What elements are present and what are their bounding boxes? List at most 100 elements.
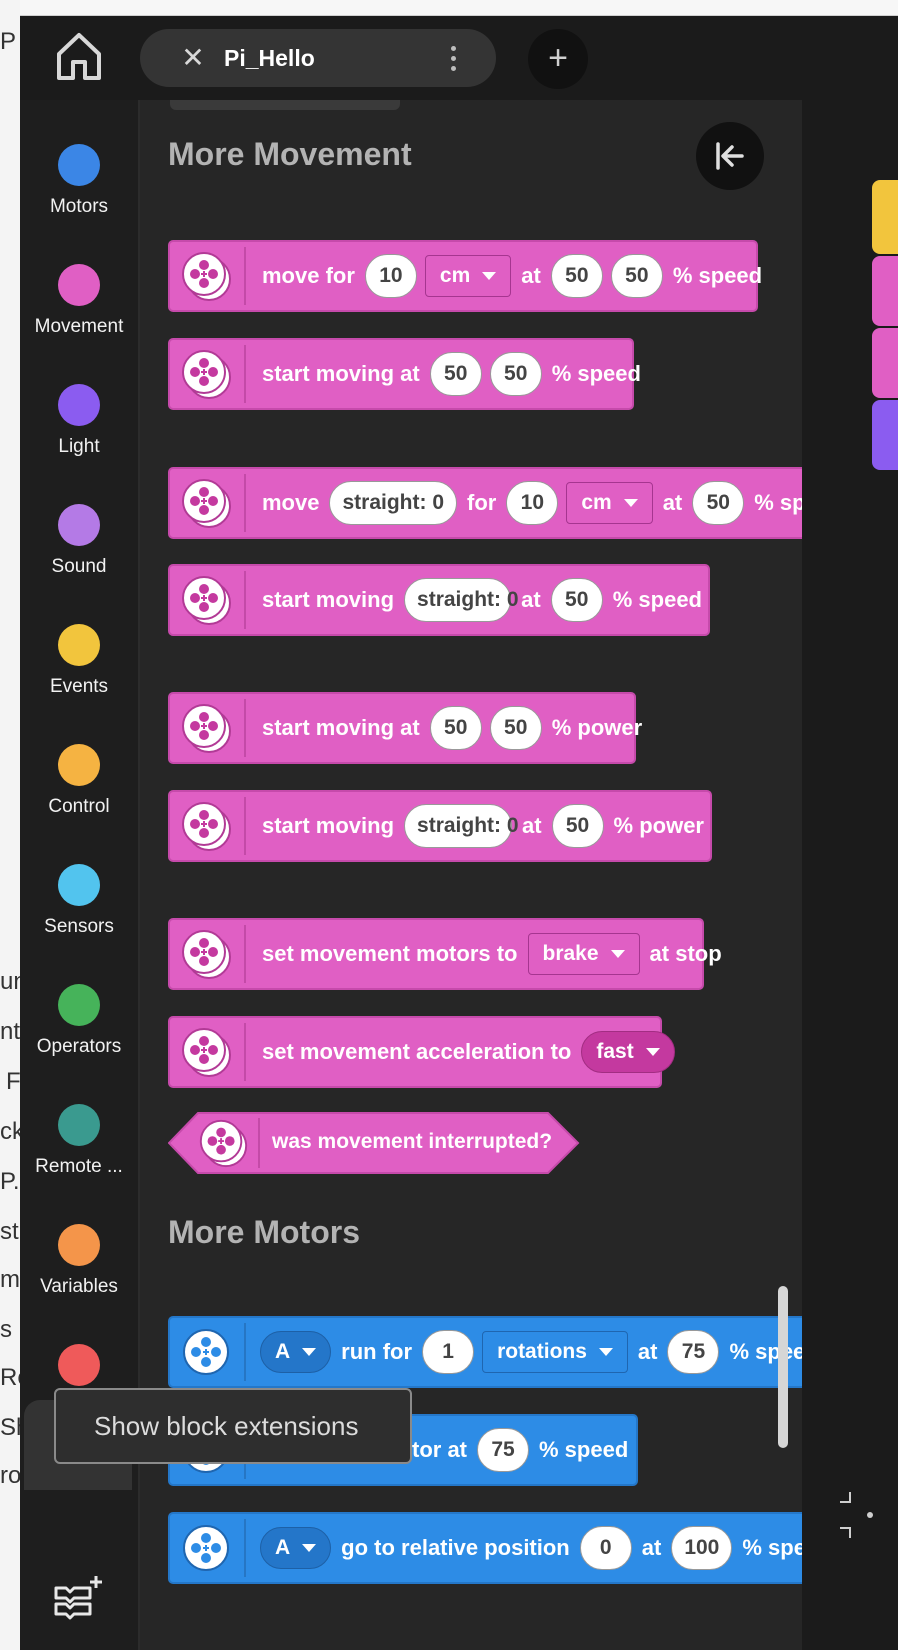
- block-extensions-button[interactable]: [52, 1574, 106, 1628]
- home-button[interactable]: [54, 30, 104, 82]
- speed-right-input[interactable]: 50: [489, 352, 542, 396]
- category-remote[interactable]: Remote ...: [20, 1104, 138, 1178]
- block-separator: [244, 1323, 246, 1381]
- section-title-more-motors: More Motors: [168, 1214, 360, 1250]
- host-text-fragment: m: [0, 1266, 20, 1293]
- category-label: Remote ...: [35, 1156, 123, 1177]
- block-start-moving-steering-power[interactable]: start moving straight: 0 at 50 % power: [168, 790, 712, 862]
- speed-left-input[interactable]: 50: [429, 352, 482, 396]
- workspace-light-block[interactable]: [872, 400, 898, 470]
- block-separator: [244, 345, 246, 403]
- block-start-moving-steering-speed[interactable]: start moving straight: 0 at 50 % speed: [168, 564, 710, 636]
- speed-input[interactable]: 75: [667, 1330, 720, 1374]
- category-light[interactable]: Light: [20, 384, 138, 458]
- unit-dropdown[interactable]: cm: [566, 482, 653, 524]
- workspace-movement-block[interactable]: [872, 328, 898, 398]
- collapse-left-icon: [716, 142, 744, 170]
- block-text: % power: [613, 813, 704, 838]
- position-input[interactable]: 0: [579, 1526, 632, 1570]
- block-start-moving-at-power[interactable]: start moving at 50 50 % power: [168, 692, 642, 764]
- stop-mode-dropdown[interactable]: brake: [527, 933, 640, 975]
- block-text: was movement interrupted?: [272, 1130, 553, 1153]
- unit-value: rotations: [497, 1340, 587, 1363]
- host-text-fragment: s: [0, 1316, 12, 1343]
- distance-input[interactable]: 10: [506, 481, 559, 525]
- speed-input[interactable]: 75: [477, 1428, 529, 1472]
- category-operators[interactable]: Operators: [20, 984, 138, 1058]
- unit-value: cm: [439, 264, 471, 287]
- project-tab[interactable]: ✕ Pi_Hello: [140, 29, 496, 87]
- block-motor-go-to-relative-position[interactable]: A go to relative position 0 at 100 % spe…: [168, 1512, 802, 1584]
- category-sensors[interactable]: Sensors: [20, 864, 138, 938]
- category-label: Sensors: [44, 916, 114, 937]
- unit-dropdown[interactable]: cm: [424, 255, 512, 297]
- block-text: at: [641, 1535, 662, 1560]
- power-left-input[interactable]: 50: [429, 706, 482, 750]
- block-was-movement-interrupted[interactable]: was movement interrupted?: [168, 1112, 580, 1174]
- speed-input[interactable]: 100: [671, 1526, 733, 1570]
- speed-right-input[interactable]: 50: [610, 254, 663, 298]
- movement-icon: [182, 252, 231, 301]
- port-value: A: [275, 1340, 291, 1363]
- block-text: tor at: [412, 1437, 467, 1462]
- block-start-moving-at-speed[interactable]: start moving at 50 50 % speed: [168, 338, 641, 410]
- category-sound[interactable]: Sound: [20, 504, 138, 578]
- steering-input[interactable]: straight: 0: [329, 481, 457, 525]
- category-variables[interactable]: Variables: [20, 1224, 138, 1298]
- caret-down-icon: [623, 499, 638, 507]
- more-vertical-icon[interactable]: [438, 38, 468, 78]
- port-dropdown[interactable]: A: [260, 1527, 332, 1569]
- block-motor-run-for[interactable]: A run for 1 rotations at 75 % speed: [168, 1316, 802, 1388]
- boolean-block-shape: [168, 1112, 580, 1174]
- unit-dropdown[interactable]: rotations: [482, 1331, 628, 1373]
- speed-left-input[interactable]: 50: [550, 254, 603, 298]
- workspace-movement-block[interactable]: [872, 256, 898, 326]
- category-color-dot: [58, 1344, 100, 1386]
- caret-down-icon: [482, 272, 497, 280]
- category-control[interactable]: Control: [20, 744, 138, 818]
- block-text: % power: [551, 715, 643, 740]
- host-text-fragment: ro: [0, 1462, 22, 1489]
- category-motors[interactable]: Motors: [20, 144, 138, 218]
- block-text: at: [521, 813, 542, 838]
- home-icon: [57, 33, 101, 80]
- palette-scrollbar[interactable]: [778, 1286, 788, 1448]
- port-dropdown[interactable]: A: [260, 1331, 332, 1373]
- caret-down-icon: [610, 950, 625, 958]
- steering-input[interactable]: straight: 0: [404, 578, 519, 622]
- power-input[interactable]: 50: [551, 804, 604, 848]
- add-tab-button[interactable]: +: [528, 29, 588, 89]
- block-move-steering-for[interactable]: move straight: 0 for 10 cm at 50 % spe: [168, 467, 802, 539]
- block-text: % spe: [754, 490, 802, 515]
- host-text-fragment: F: [6, 1068, 21, 1095]
- speed-input[interactable]: 50: [550, 578, 603, 622]
- power-right-input[interactable]: 50: [489, 706, 542, 750]
- block-text: % speed: [612, 587, 702, 612]
- collapse-palette-button[interactable]: [696, 122, 764, 190]
- close-icon[interactable]: ✕: [181, 42, 205, 73]
- movement-icon: [182, 704, 231, 753]
- block-text: % speed: [672, 263, 763, 288]
- extensions-icon: [54, 1576, 102, 1620]
- category-color-dot: [58, 984, 100, 1026]
- block-move-for[interactable]: move for 10 cm at 50 50 % speed: [168, 240, 762, 312]
- block-text: % speed: [539, 1437, 629, 1462]
- category-extensions[interactable]: [20, 1344, 138, 1386]
- block-text: % spee: [742, 1535, 802, 1560]
- category-movement[interactable]: Movement: [20, 264, 138, 338]
- speed-input[interactable]: 50: [692, 481, 745, 525]
- amount-input[interactable]: 1: [422, 1330, 475, 1374]
- port-value: A: [275, 1536, 291, 1559]
- category-color-dot: [58, 624, 100, 666]
- category-label: Movement: [34, 316, 124, 337]
- block-text: set movement motors to: [262, 941, 518, 966]
- acceleration-dropdown[interactable]: fast: [581, 1031, 675, 1073]
- workspace-event-block[interactable]: [872, 180, 898, 254]
- category-color-dot: [58, 264, 100, 306]
- block-set-movement-acceleration[interactable]: set movement acceleration to fast: [168, 1016, 675, 1088]
- distance-input[interactable]: 10: [364, 254, 417, 298]
- steering-input[interactable]: straight: 0: [404, 804, 519, 848]
- category-events[interactable]: Events: [20, 624, 138, 698]
- block-set-movement-motors-stop[interactable]: set movement motors to brake at stop: [168, 918, 722, 990]
